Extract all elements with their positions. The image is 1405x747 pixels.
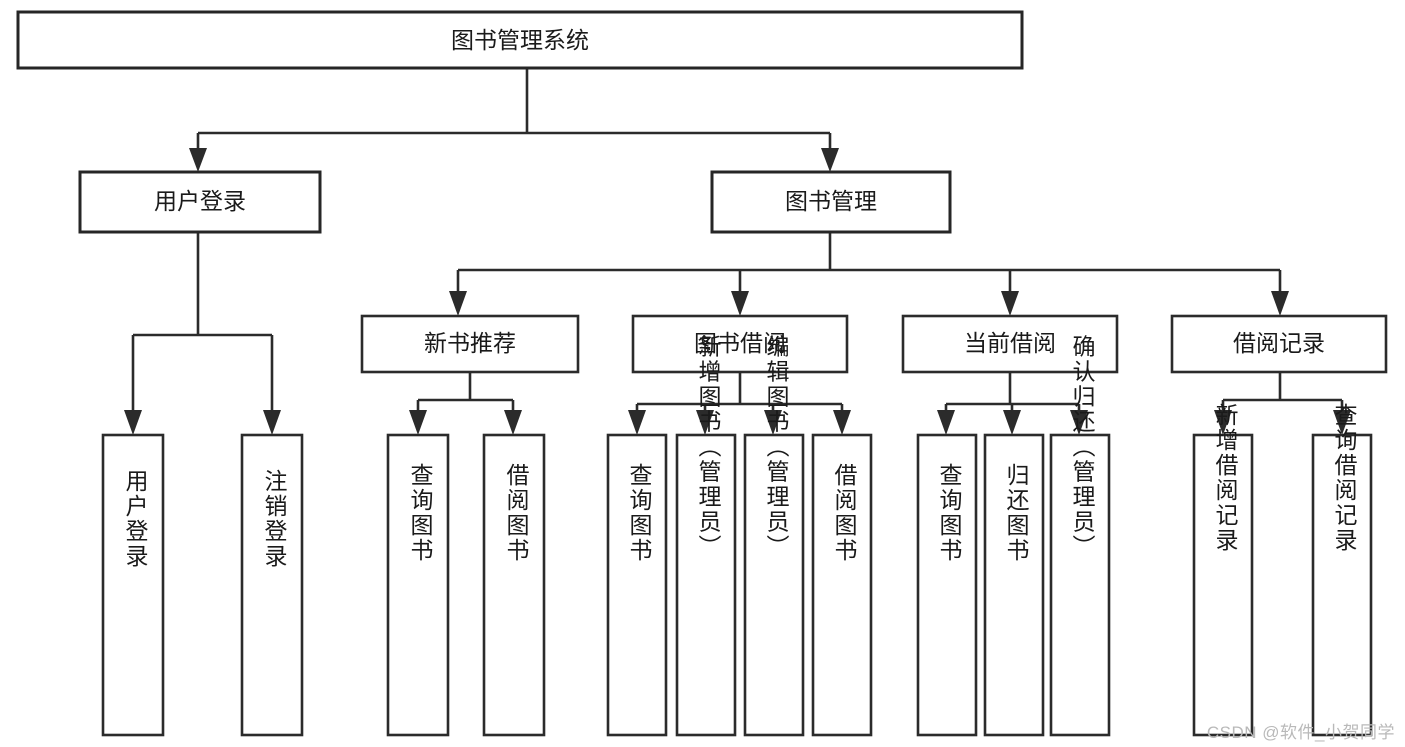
node-root-box[interactable] [16,10,1024,70]
node-leaf-edit-book-label: 编辑图书（管理员） [763,335,790,560]
node-leaf-edit-book-box[interactable] [743,433,805,737]
node-leaf-query-record[interactable]: 查询借阅记录 [1311,403,1373,737]
node-leaf-query-record-box[interactable] [1311,433,1373,737]
arrow-cb-to-leaf2 [1003,410,1021,435]
node-leaf-borrow-book-2-box[interactable] [811,433,873,737]
node-leaf-logout-box[interactable] [240,433,304,737]
node-book-borrow-box[interactable] [631,314,849,374]
node-leaf-confirm-return[interactable]: 确认归还（管理员） [1049,335,1111,737]
node-new-book-recommend-box[interactable] [360,314,580,374]
node-leaf-add-book-box[interactable] [675,433,737,737]
node-leaf-query-book-3[interactable]: 查询图书 [916,433,978,737]
node-new-book-recommend-label: 新书推荐 [424,330,516,356]
arrow-bb-to-leaf3 [764,410,782,435]
node-leaf-add-record-label: 新增借阅记录 [1212,403,1239,553]
node-leaf-add-book-label: 新增图书（管理员） [695,335,722,560]
node-leaf-return-book-box[interactable] [983,433,1045,737]
arrow-root-to-user-login [189,148,207,172]
arrow-nb-to-leaf2 [504,410,522,435]
node-leaf-query-book-1-label: 查询图书 [407,463,434,563]
node-leaf-query-record-label: 查询借阅记录 [1331,403,1358,553]
node-borrow-record[interactable]: 借阅记录 [1170,314,1388,374]
node-book-manage[interactable]: 图书管理 [710,170,952,234]
node-leaf-query-book-2-label: 查询图书 [626,463,653,563]
node-leaf-add-book[interactable]: 新增图书（管理员） [675,335,737,737]
node-book-manage-label: 图书管理 [785,188,877,214]
node-book-borrow[interactable]: 图书借阅 [631,314,849,374]
node-leaf-logout[interactable]: 注销登录 [240,433,304,737]
arrow-bb-to-leaf1 [628,410,646,435]
node-leaf-borrow-book-1-box[interactable] [482,433,546,737]
arrow-bm-to-borrow-record [1271,291,1289,316]
node-book-borrow-label: 图书借阅 [694,330,786,356]
arrow-br-to-leaf1 [1214,410,1232,435]
arrow-bm-to-book-borrow [731,291,749,316]
node-current-borrow-box[interactable] [901,314,1119,374]
arrow-cb-to-leaf1 [937,410,955,435]
node-root[interactable]: 图书管理系统 [16,10,1024,70]
node-leaf-query-book-1-box[interactable] [386,433,450,737]
node-leaf-borrow-book-1-label: 借阅图书 [503,463,530,563]
node-leaf-query-book-2-box[interactable] [606,433,668,737]
arrow-root-to-book-manage [821,148,839,172]
arrow-bm-to-new-book [449,291,467,316]
arrow-bb-to-leaf4 [833,410,851,435]
arrow-nb-to-leaf1 [409,410,427,435]
node-new-book-recommend[interactable]: 新书推荐 [360,314,580,374]
node-root-label: 图书管理系统 [451,27,589,53]
arrow-user-login-to-leaf1 [124,410,142,435]
node-leaf-add-record[interactable]: 新增借阅记录 [1192,403,1254,737]
node-leaf-add-record-box[interactable] [1192,433,1254,737]
node-leaf-query-book-3-label: 查询图书 [936,463,963,563]
csdn-watermark: CSDN @软件_小贺同学 [1206,723,1395,742]
node-user-login-box[interactable] [78,170,322,234]
node-leaf-borrow-book-2[interactable]: 借阅图书 [811,433,873,737]
node-leaf-logout-label: 注销登录 [261,469,288,569]
arrow-br-to-leaf2 [1333,410,1351,435]
arrow-cb-to-leaf3 [1070,410,1088,435]
node-leaf-edit-book[interactable]: 编辑图书（管理员） [743,335,805,737]
node-leaf-return-book[interactable]: 归还图书 [983,433,1045,737]
node-leaf-query-book-1[interactable]: 查询图书 [386,433,450,737]
node-current-borrow[interactable]: 当前借阅 [901,314,1119,374]
node-book-manage-box[interactable] [710,170,952,234]
node-leaf-borrow-book-1[interactable]: 借阅图书 [482,433,546,737]
node-borrow-record-label: 借阅记录 [1233,330,1325,356]
node-leaf-query-book-2[interactable]: 查询图书 [606,433,668,737]
node-leaf-borrow-book-2-label: 借阅图书 [831,463,858,563]
arrow-bm-to-current-borrow [1001,291,1019,316]
node-user-login[interactable]: 用户登录 [78,170,322,234]
node-leaf-user-login[interactable]: 用户登录 [101,433,165,737]
arrow-user-login-to-leaf2 [263,410,281,435]
node-leaf-return-book-label: 归还图书 [1003,463,1030,563]
node-borrow-record-box[interactable] [1170,314,1388,374]
node-leaf-query-book-3-box[interactable] [916,433,978,737]
connector-layer [124,68,1351,435]
node-leaf-confirm-return-label: 确认归还（管理员） [1069,335,1096,560]
node-user-login-label: 用户登录 [154,188,246,214]
node-leaf-confirm-return-box[interactable] [1049,433,1111,737]
node-leaf-user-login-label: 用户登录 [122,469,149,569]
node-current-borrow-label: 当前借阅 [964,330,1056,356]
node-leaf-user-login-box[interactable] [101,433,165,737]
arrow-bb-to-leaf2 [696,410,714,435]
